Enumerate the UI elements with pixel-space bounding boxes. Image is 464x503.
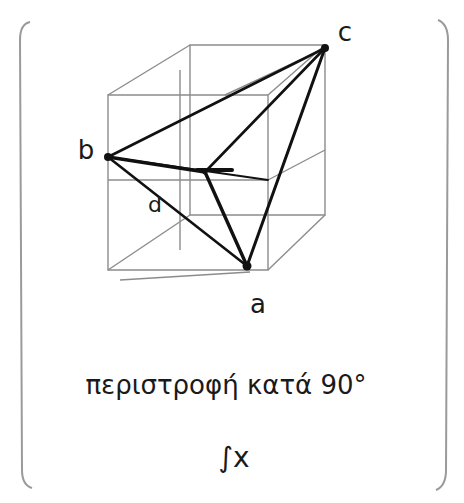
caption-note: περιστροφή κατά 90° <box>85 371 366 400</box>
tetrahedron-edges <box>108 48 325 266</box>
vertex-dots <box>104 44 329 271</box>
right-bracket <box>436 20 448 490</box>
axis-note: ∫x <box>218 443 249 474</box>
vertex-label: a <box>250 290 266 319</box>
left-bracket <box>20 22 32 488</box>
vertex-label: c <box>338 18 352 47</box>
cube-edges <box>108 45 325 280</box>
vertex-label: d <box>148 193 162 217</box>
vertex-label: b <box>78 136 95 165</box>
